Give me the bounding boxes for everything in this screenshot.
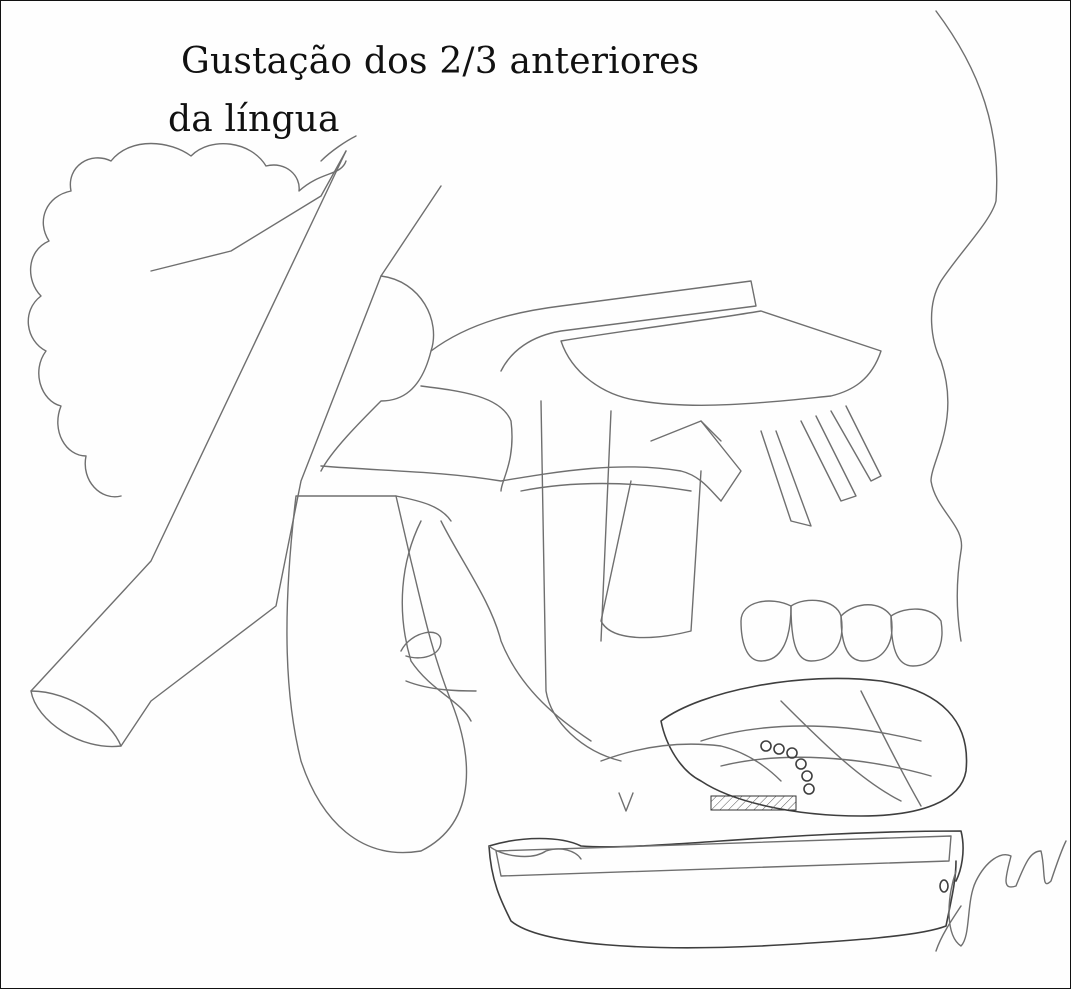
diagonal-trunk-end <box>31 691 121 747</box>
diagonal-trunk-lower-edge <box>121 186 441 746</box>
stray-stroke-2 <box>601 411 611 641</box>
fan-branch-5 <box>651 421 721 441</box>
tongue-muscle-fibers-4 <box>861 691 921 806</box>
fan-branch-3 <box>831 406 881 481</box>
stray-stroke-1 <box>321 136 356 161</box>
hatched-nerve-segment <box>711 796 796 810</box>
descending-nerve-2 <box>441 521 591 741</box>
tongue-muscle-fibers-3 <box>781 701 901 801</box>
tongue-outline <box>661 678 967 816</box>
mandible-base-outline <box>489 846 956 948</box>
small-v-marker <box>619 793 633 811</box>
fan-branch-1 <box>761 431 811 526</box>
strand-2 <box>406 681 476 691</box>
nerve-branch-upper <box>431 281 756 371</box>
teeth-row <box>741 600 942 666</box>
mandible-inner <box>601 471 701 638</box>
artist-signature <box>936 841 1066 951</box>
mandible-base-left-cap <box>489 846 581 859</box>
brain-lobe-outline <box>28 144 346 497</box>
fan-branch-4 <box>701 421 741 501</box>
skull-profile-outline <box>931 11 997 641</box>
strand-1 <box>396 496 451 521</box>
nerve-branch-horizontal-lower <box>521 484 691 492</box>
mandible-base-hatched-band <box>496 836 951 876</box>
fan-branch-2 <box>801 416 856 501</box>
diagonal-trunk-upper-edge <box>31 151 346 691</box>
gland-outline <box>287 496 467 853</box>
nerve-branch-middle <box>421 386 512 491</box>
taste-bud-coils <box>761 741 814 794</box>
tongue-muscle-fibers-1 <box>701 726 921 741</box>
mental-foramen <box>940 880 948 892</box>
ganglion-bulb <box>321 276 434 471</box>
